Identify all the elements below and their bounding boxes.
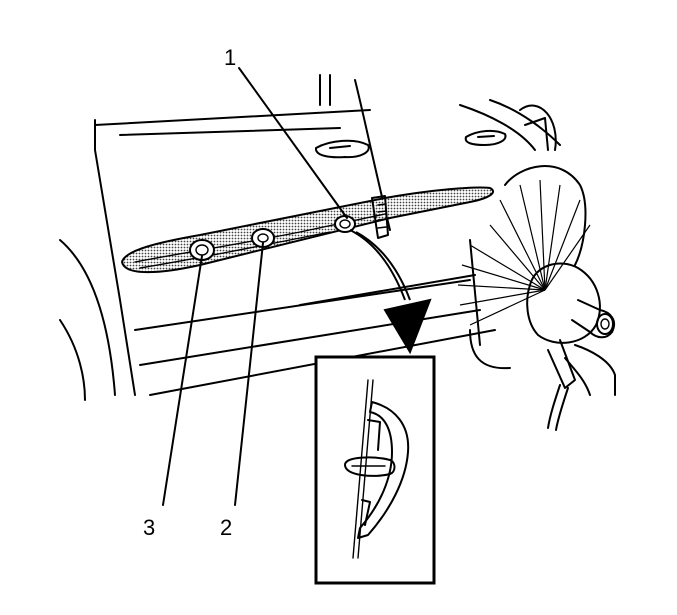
rear-door-handle [464,129,507,146]
body-side-molding [120,186,495,274]
retainer-clip-front [334,215,356,233]
leader-lines [162,67,348,506]
callout-3-label: 3 [143,515,155,540]
callout-2-label: 2 [220,515,232,540]
heat-rays [457,179,591,326]
callout-1-label: 1 [224,45,236,70]
detail-arrow [349,229,432,355]
detail-inset [314,355,436,585]
heat-gun [526,262,616,431]
rear-wheel-arch [469,104,587,370]
front-door-handle [315,139,370,159]
